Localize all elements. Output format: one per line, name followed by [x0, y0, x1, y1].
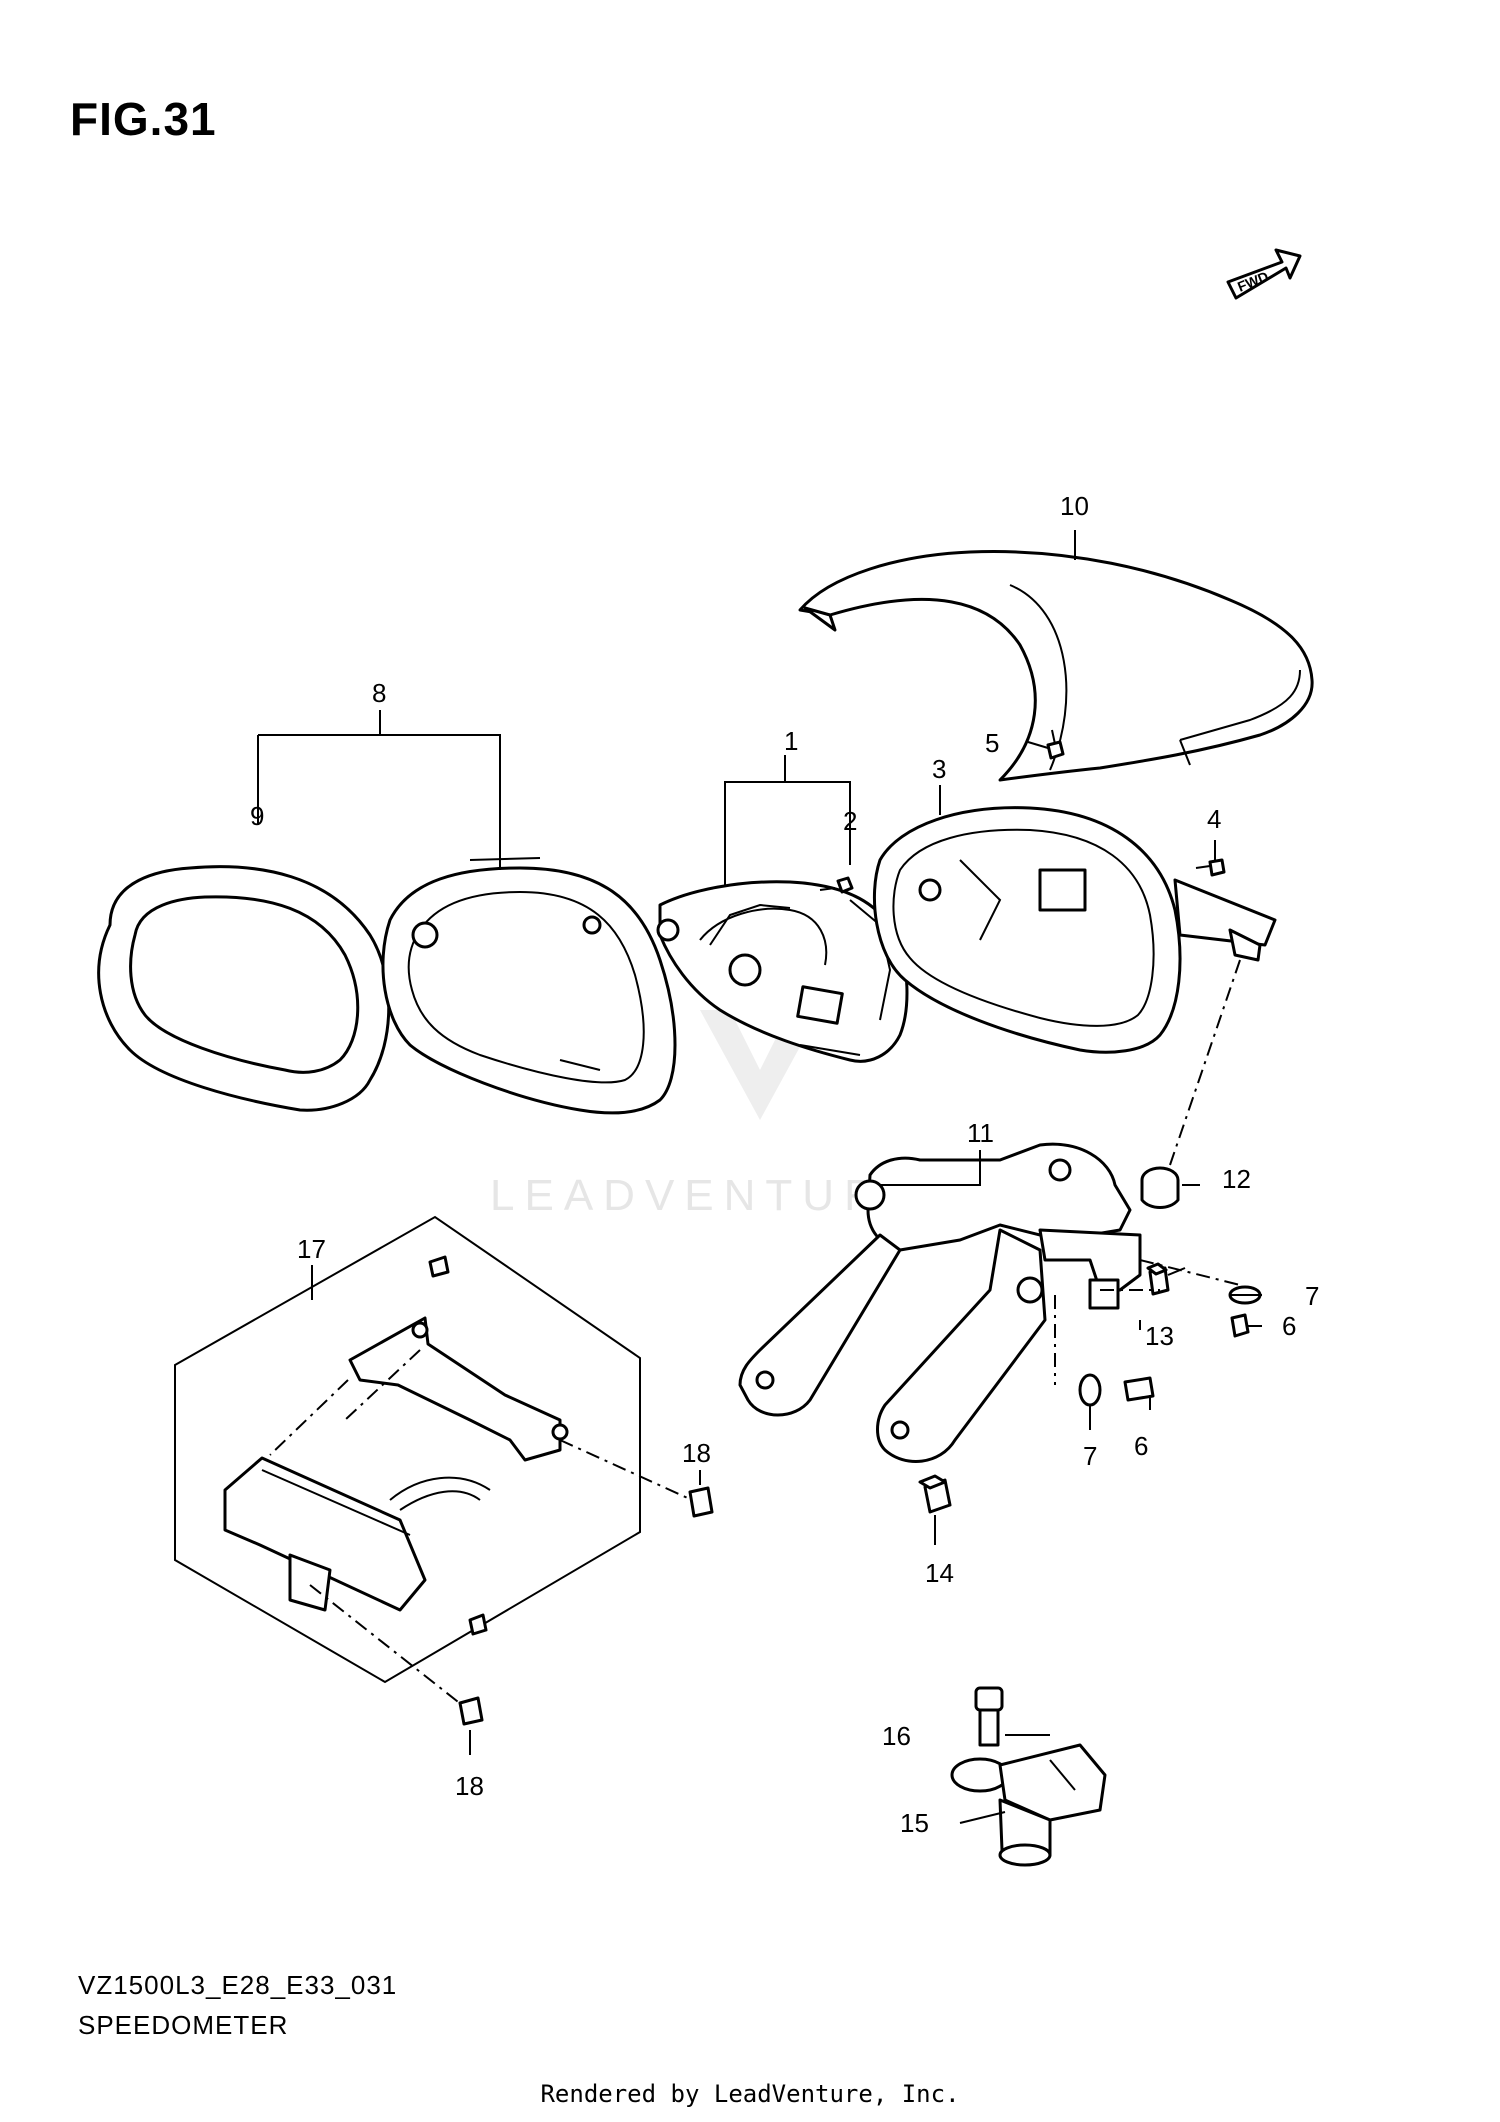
model-code: VZ1500L3_E28_E33_031	[78, 1970, 398, 2000]
part-7-washer-bottom	[1078, 1373, 1102, 1407]
callout-10: 10	[1060, 491, 1089, 521]
callout-13: 13	[1145, 1321, 1174, 1351]
part-9-bezel-ring	[97, 865, 391, 1112]
part-4-screw	[1195, 858, 1226, 877]
part-2-screw	[819, 876, 854, 894]
part-8-meter-case	[381, 857, 677, 1115]
part-11-bracket	[738, 1142, 1142, 1463]
callout-3: 3	[932, 754, 946, 784]
callout-14: 14	[925, 1558, 954, 1588]
callout-1: 1	[784, 726, 798, 756]
callout-18-right: 18	[682, 1438, 711, 1468]
callout-5: 5	[985, 728, 999, 758]
part-16-bolt	[974, 1686, 1004, 1747]
callout-15: 15	[900, 1808, 929, 1838]
callout-12: 12	[1222, 1164, 1251, 1194]
part-5-screw	[1046, 729, 1065, 760]
part-18-screw-right	[688, 1486, 714, 1518]
watermark-text: LEADVENTURE	[490, 1171, 925, 1220]
footer-credit: Rendered by LeadVenture, Inc.	[540, 2080, 960, 2108]
leadventure-watermark: LEADVENTURE	[490, 1010, 925, 1220]
callout-4: 4	[1207, 804, 1221, 834]
part-6-screw-top	[1230, 1313, 1262, 1338]
part-1-meter-assembly	[656, 880, 909, 1063]
part-12-grommet	[1140, 1166, 1200, 1209]
part-14-bolt	[918, 1474, 952, 1514]
part-10-meter-cover	[798, 550, 1314, 782]
callout-17: 17	[297, 1234, 326, 1264]
fwd-label: FWD	[1235, 268, 1271, 295]
part-18-screw-bottom	[458, 1696, 484, 1726]
part-3-meter-housing	[872, 806, 1277, 1054]
figure-title: FIG.31	[70, 93, 217, 145]
callout-6-top: 6	[1282, 1311, 1296, 1341]
part-6-bolt-bottom	[1123, 1376, 1155, 1402]
callout-8: 8	[372, 678, 386, 708]
callout-2: 2	[843, 806, 857, 836]
callout-9: 9	[250, 801, 264, 831]
callout-16: 16	[882, 1721, 911, 1751]
callout-11: 11	[967, 1118, 994, 1148]
callout-18-bottom: 18	[455, 1771, 484, 1801]
part-13-bolt	[1146, 1262, 1170, 1296]
callout-7-bottom: 7	[1083, 1441, 1097, 1471]
callout-6-bottom: 6	[1134, 1431, 1148, 1461]
part-15-speed-sensor	[950, 1743, 1107, 1867]
fwd-arrow-icon: FWD	[1226, 248, 1302, 300]
callout-labels: 1 2 3 4 5 6 6 7 7 8 9 10 11 12 13 14 15 …	[250, 491, 1319, 1838]
callout-7-top: 7	[1305, 1281, 1319, 1311]
section-name: SPEEDOMETER	[78, 2010, 289, 2040]
part-17-indicator-assembly	[174, 1215, 641, 1684]
leader-lines	[257, 530, 1262, 1824]
